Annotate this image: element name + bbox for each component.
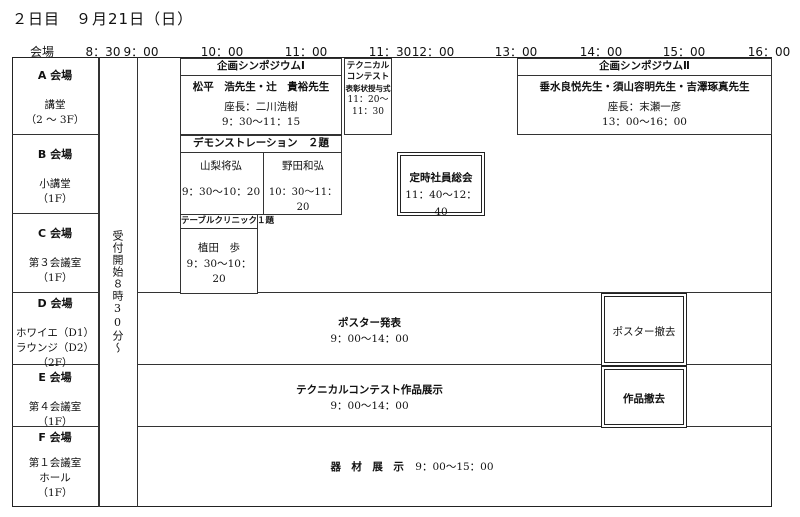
- symposium-1-time: 9：30～11：15: [221, 116, 301, 129]
- contest-exhibit-title: テクニカルコンテスト作品展示: [296, 384, 443, 396]
- tick-1130: 11：30: [368, 45, 412, 59]
- room-c-line-2: （1F）: [37, 272, 73, 285]
- tick-1100: 11：00: [284, 45, 328, 59]
- row-divider-cd-main: [137, 292, 772, 293]
- room-a-line-1: 講堂: [44, 98, 66, 111]
- room-c-name: C 会場: [38, 227, 72, 240]
- poster-time: 9：00～14：00: [330, 332, 409, 345]
- poster-session: ポスター発表 9：00～14：00: [137, 316, 602, 348]
- room-f-line-3: （1F）: [37, 487, 73, 500]
- demo-divider: [263, 152, 264, 215]
- symposium-1-chair: 座長：二川浩樹: [224, 100, 298, 113]
- technical-award-line-2: コンテスト: [346, 72, 390, 83]
- poster-removal-title: ポスター撤去: [612, 326, 676, 338]
- room-b: B 会場 小講堂 （1F）: [12, 147, 98, 207]
- room-c-line-1: 第３会議室: [28, 256, 82, 269]
- demo-right-time: 10：30～11：20: [268, 186, 338, 213]
- technical-award-time-2: 11：30: [352, 107, 384, 118]
- work-removal-title: 作品撤去: [623, 393, 665, 405]
- contest-exhibit: テクニカルコンテスト作品展示 9：00～14：00: [137, 383, 602, 415]
- room-e-name: E 会場: [38, 371, 72, 384]
- symposium-2: 企画シンポジウムⅡ 垂水良悦先生・須山容明先生・吉澤琢真先生 座長：末瀬一彦 1…: [517, 58, 772, 135]
- page-title: ２日目 ９月21日（日）: [12, 10, 194, 28]
- equipment-title: 器 材 展 示: [330, 461, 404, 473]
- tick-1200: 12：00: [411, 45, 455, 59]
- tick-1300: 13：00: [494, 45, 538, 59]
- technical-award: テクニカル コンテスト 表彰状授与式 11：20～ 11：30: [344, 58, 392, 135]
- demo-left-name: 山梨将弘: [200, 160, 242, 172]
- row-divider-ab: [12, 134, 99, 135]
- row-divider-ef-main: [137, 426, 772, 427]
- row-divider-de: [12, 364, 99, 365]
- technical-award-line-1: テクニカル: [346, 61, 390, 71]
- room-a-line-2: （2 ～ 3F）: [25, 114, 85, 127]
- room-d-line-1: ホワイエ（D1）: [16, 326, 94, 339]
- work-removal: 作品撤去: [601, 366, 687, 428]
- tick-1400: 14：00: [579, 45, 623, 59]
- registration-column-divider: [137, 57, 138, 507]
- registration-note: 受付開始８時30分～: [111, 230, 124, 354]
- tick-1500: 15：00: [662, 45, 706, 59]
- room-b-line-2: （1F）: [37, 193, 73, 206]
- symposium-1-title: 企画シンポジウムⅠ: [181, 59, 341, 76]
- equipment-exhibit: 器 材 展 示 9：00～15：00: [137, 459, 687, 474]
- room-f-line-2: ホール: [39, 472, 71, 485]
- symposium-1: 企画シンポジウムⅠ 松平 浩先生・辻 貴裕先生 座長：二川浩樹 9：30～11：…: [180, 58, 342, 135]
- room-a-name: A 会場: [37, 69, 73, 82]
- row-divider-bc: [12, 213, 99, 214]
- demo-right: 野田和弘 10：30～11：20: [264, 152, 342, 215]
- tick-0830: 8：30: [85, 45, 121, 59]
- symposium-2-speakers: 垂水良悦先生・須山容明先生・吉澤琢真先生: [539, 80, 750, 93]
- tick-1000: 10：00: [200, 45, 244, 59]
- schedule-grid: [12, 57, 772, 507]
- symposium-2-time: 13：00～16：00: [602, 116, 687, 129]
- tick-1600: 16：00: [747, 45, 791, 59]
- poster-title: ポスター発表: [338, 317, 401, 329]
- room-d: D 会場 ホワイエ（D1） ラウンジ（D2） （2F）: [12, 296, 98, 372]
- room-e: E 会場 第４会議室 （1F）: [12, 370, 98, 430]
- demo-right-name: 野田和弘: [282, 160, 324, 172]
- venue-column-label: 会場: [30, 45, 55, 59]
- contest-exhibit-time: 9：00～14：00: [330, 399, 409, 412]
- room-e-line-1: 第４会議室: [28, 400, 82, 413]
- room-f-name: F 会場: [38, 431, 72, 444]
- demo-left: 山梨将弘 9：30～10：20: [180, 152, 262, 201]
- technical-award-line-3: 表彰状授与式: [345, 83, 391, 93]
- technical-award-time-1: 11：20～: [347, 95, 389, 106]
- room-d-name: D 会場: [37, 297, 73, 310]
- room-b-name: B 会場: [37, 148, 73, 161]
- general-meeting: 定時社員総会 11：40～12：40: [397, 152, 485, 218]
- general-meeting-time: 11：40～12：40: [405, 188, 477, 218]
- room-c: C 会場 第３会議室 （1F）: [12, 226, 98, 286]
- table-clinic: テーブルクリニック１題 植田 歩 9：30～10：20: [180, 214, 274, 294]
- room-f-line-1: 第１会議室: [28, 456, 82, 469]
- table-clinic-title: テーブルクリニック１題: [181, 215, 274, 229]
- row-divider-de-main: [137, 364, 772, 365]
- row-divider-cd: [12, 292, 99, 293]
- symposium-2-title: 企画シンポジウムⅡ: [518, 59, 771, 76]
- table-clinic-time: 9：30～10：20: [186, 257, 252, 286]
- room-b-line-1: 小講堂: [39, 177, 71, 190]
- tick-0900: 9：00: [123, 45, 159, 59]
- row-divider-ef: [12, 426, 99, 427]
- room-a: A 会場 講堂 （2 ～ 3F）: [12, 68, 98, 128]
- demo-left-time: 9：30～10：20: [181, 185, 261, 198]
- demonstration-title: デモンストレーション ２題: [181, 136, 341, 153]
- symposium-2-chair: 座長：末瀬一彦: [607, 100, 682, 113]
- symposium-1-speakers: 松平 浩先生・辻 貴裕先生: [192, 80, 330, 93]
- room-d-line-3: （2F）: [37, 357, 73, 370]
- table-clinic-name: 植田 歩: [198, 241, 240, 254]
- equipment-time: 9：00～15：00: [415, 461, 494, 473]
- venue-column-divider: [98, 57, 100, 507]
- room-d-line-2: ラウンジ（D2）: [15, 342, 95, 355]
- room-e-line-2: （1F）: [37, 416, 73, 429]
- general-meeting-title: 定時社員総会: [409, 172, 473, 184]
- demonstration: デモンストレーション ２題: [180, 135, 342, 215]
- poster-removal: ポスター撤去: [601, 293, 687, 366]
- room-f: F 会場 第１会議室 ホール （1F）: [12, 430, 98, 502]
